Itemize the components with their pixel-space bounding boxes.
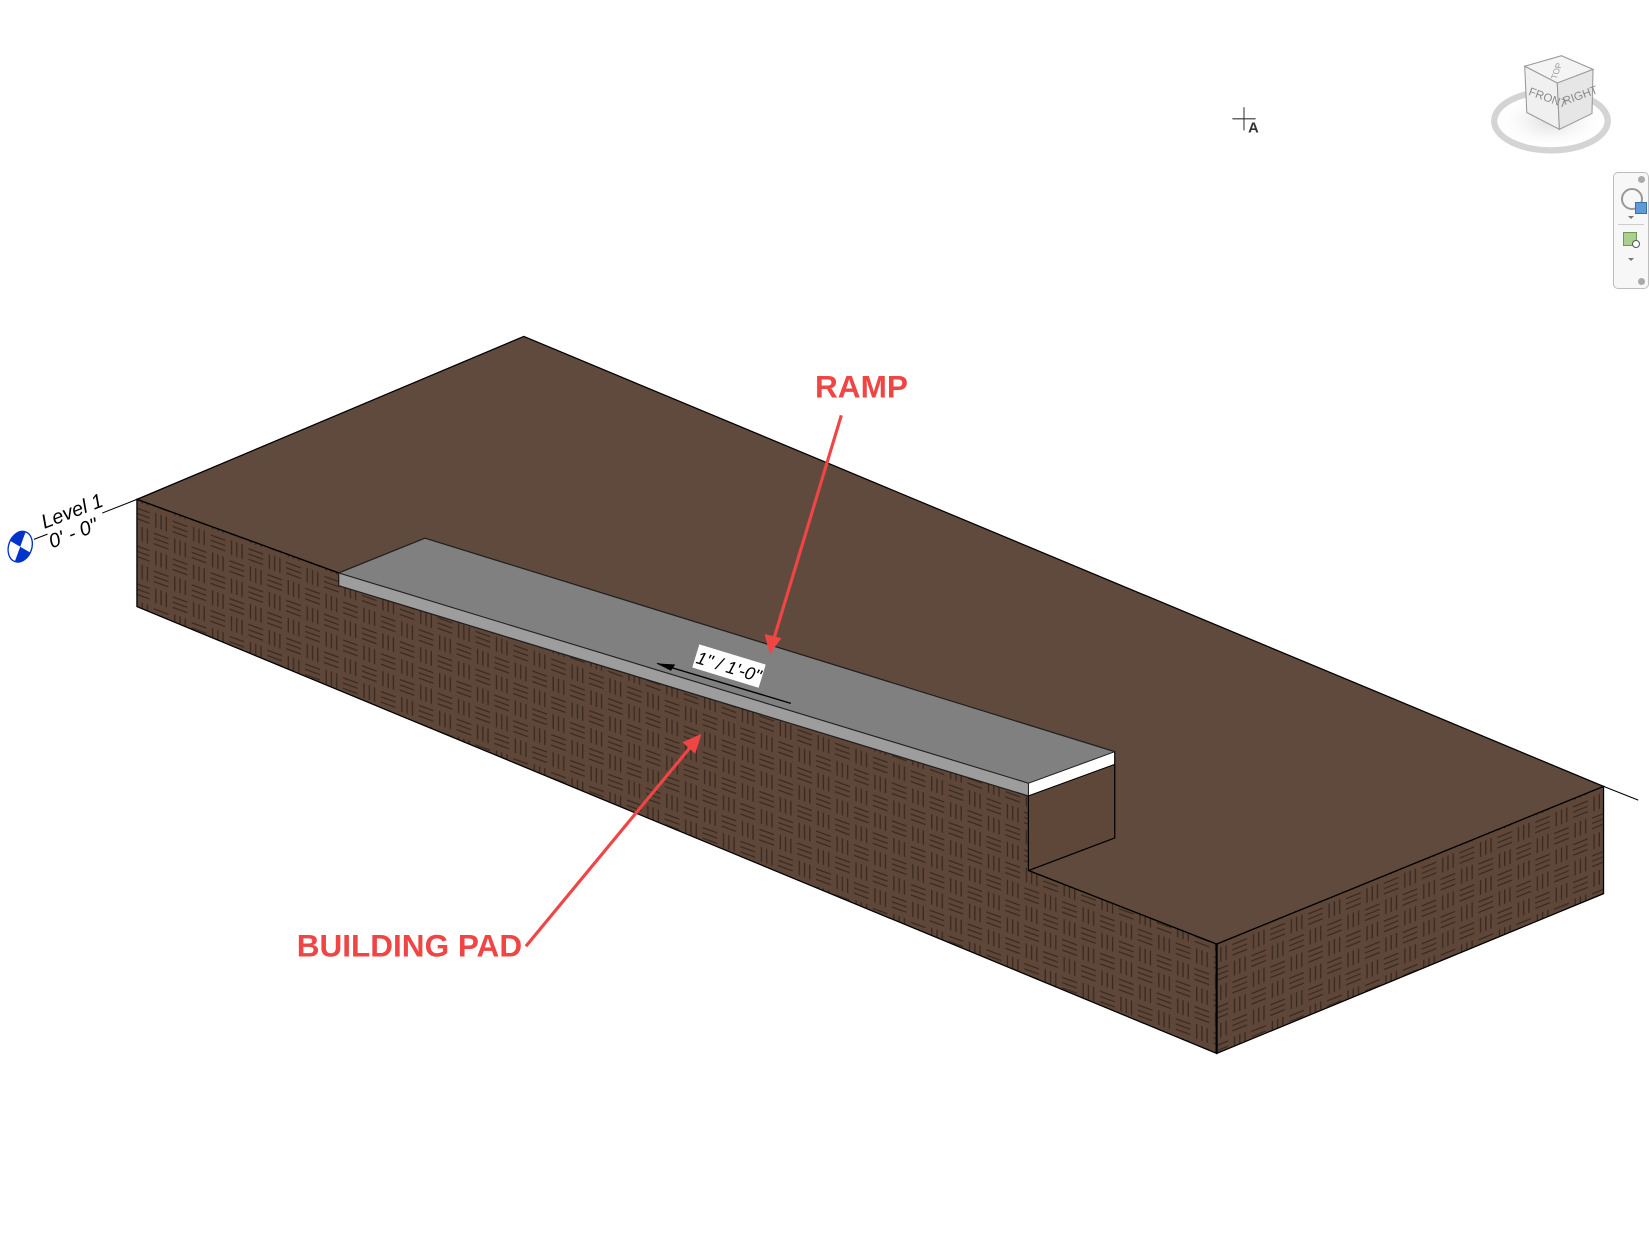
zoom-region-icon[interactable]: [1623, 232, 1640, 248]
building-pad-annotation: BUILDING PAD: [297, 928, 522, 964]
crosshair-cursor-icon: A: [1232, 107, 1259, 136]
navbar-options-icon[interactable]: [1638, 278, 1645, 285]
close-navbar-icon[interactable]: [1638, 176, 1645, 183]
level-marker[interactable]: Level 1 0' - 0": [4, 490, 114, 566]
viewcube[interactable]: TOP FRONT RIGHT: [1491, 55, 1611, 154]
steering-wheel-icon[interactable]: [1621, 188, 1647, 214]
navigation-bar: [1613, 172, 1649, 289]
building-pad[interactable]: [135, 335, 1606, 1055]
cursor-label: A: [1248, 120, 1259, 136]
building-pad-callout: BUILDING PAD: [297, 733, 702, 964]
viewcube-right[interactable]: [1556, 68, 1594, 131]
ramp-slope-arrow: [656, 662, 792, 705]
ramp-callout: RAMP: [764, 368, 908, 654]
ramp-annotation: RAMP: [815, 368, 908, 404]
zoom-dropdown-icon[interactable]: [1628, 258, 1634, 261]
steering-wheel-dropdown-icon[interactable]: [1628, 216, 1634, 219]
ramp-notch-side: [1027, 763, 1116, 872]
